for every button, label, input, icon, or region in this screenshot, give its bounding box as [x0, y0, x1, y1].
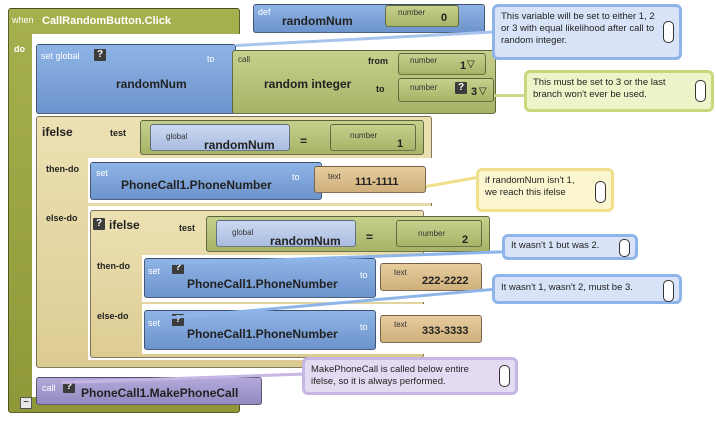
comment-connector-2 [494, 94, 528, 97]
number-value[interactable]: 1 [397, 138, 404, 150]
set-to-label-3: to [360, 322, 368, 332]
nested-global-var-block[interactable] [216, 220, 356, 247]
comment-text-3: if randomNum isn't 1, we reach this ifel… [485, 175, 575, 198]
comment-text-5: It wasn't 1, wasn't 2, must be 3. [501, 282, 633, 293]
from-number-block[interactable] [398, 53, 486, 75]
comment-text-1: This variable will be set to either 1, 2… [501, 11, 655, 46]
text-block[interactable] [314, 166, 426, 193]
text-label: text [328, 172, 341, 181]
text-block-3[interactable] [380, 315, 482, 343]
set-to-label: to [292, 172, 300, 182]
equals-operator[interactable]: = [300, 134, 308, 148]
comment-random-variable[interactable]: This variable will be set to either 1, 2… [492, 4, 682, 60]
comment-toggle-icon[interactable] [663, 21, 674, 43]
comment-reach-ifelse[interactable]: if randomNum isn't 1, we reach this ifel… [476, 168, 614, 212]
ifelse-else-label: else-do [46, 213, 78, 223]
text-value-2[interactable]: 222-2222 [422, 275, 469, 287]
text-label-3: text [394, 320, 407, 329]
random-to-label: to [376, 84, 385, 94]
make-call-label: call [42, 383, 56, 393]
text-label-2: text [394, 268, 407, 277]
make-call-name: PhoneCall1.MakePhoneCall [81, 386, 239, 400]
text-block-2[interactable] [380, 263, 482, 291]
set-global-to-label: to [207, 54, 215, 64]
nested-global-label: global [232, 228, 254, 237]
set-global-block[interactable] [36, 44, 236, 114]
set-to-label-2: to [360, 270, 368, 280]
event-name: CallRandomButton.Click [42, 15, 171, 27]
random-integer-name: random integer [264, 77, 352, 91]
make-call-help-icon[interactable]: ? [63, 381, 75, 393]
random-call-label: call [238, 55, 251, 64]
def-number-value[interactable]: 0 [441, 12, 448, 24]
nested-help-icon[interactable]: ? [93, 218, 105, 230]
def-label: def [258, 7, 271, 17]
help-icon[interactable]: ? [94, 49, 106, 61]
comment-toggle-icon[interactable] [695, 80, 706, 102]
comment-text-6: MakePhoneCall is called below entire ife… [311, 364, 469, 387]
comment-text-4: It wasn't 1 but was 2. [511, 240, 600, 251]
comment-text-2: This must be set to 3 or the last branch… [533, 77, 666, 100]
comment-toggle-icon[interactable] [595, 181, 606, 203]
set-target-3: PhoneCall1.PhoneNumber [187, 327, 338, 341]
comment-toggle-icon[interactable] [619, 239, 630, 257]
to-number-value[interactable]: 3 [471, 86, 478, 98]
set-label-3: set [148, 318, 161, 328]
nested-else-label: else-do [97, 311, 129, 321]
to-number-help-icon[interactable]: ? [455, 82, 467, 94]
do-label: do [14, 44, 25, 54]
to-number-block[interactable] [398, 78, 494, 102]
set-label-2: set [148, 266, 161, 276]
global-var-name[interactable]: randomNum [204, 138, 275, 152]
to-number-label: number [410, 83, 438, 92]
ifelse-test-label: test [110, 128, 127, 138]
ifelse-then-label: then-do [46, 164, 79, 174]
collapse-icon[interactable]: − [20, 397, 32, 409]
from-dropdown-icon[interactable]: ▽ [467, 59, 475, 70]
from-number-label: number [410, 56, 438, 65]
set-target-2: PhoneCall1.PhoneNumber [187, 277, 338, 291]
set-global-label: set global [41, 51, 80, 61]
set-global-var: randomNum [116, 77, 187, 91]
comment-must-be-three-else[interactable]: It wasn't 1, wasn't 2, must be 3. [492, 274, 682, 304]
text-value-3[interactable]: 333-3333 [422, 325, 469, 337]
nested-number-value[interactable]: 2 [462, 234, 469, 246]
ifelse-label: ifelse [42, 125, 73, 139]
from-number-value[interactable]: 1 [460, 60, 467, 72]
def-number-block[interactable] [385, 5, 459, 27]
nested-test-label: test [179, 223, 196, 233]
nested-number-label: number [418, 229, 446, 238]
nested-number-block[interactable] [396, 220, 482, 247]
def-variable-name[interactable]: randomNum [282, 14, 353, 28]
set-phone-number-block[interactable] [90, 162, 322, 200]
text-value[interactable]: 111-1111 [355, 176, 399, 188]
comment-toggle-icon[interactable] [499, 365, 510, 387]
when-label: when [12, 15, 34, 25]
comment-connector-3 [425, 175, 480, 188]
set-label: set [96, 168, 109, 178]
random-from-label: from [368, 56, 388, 66]
comment-toggle-icon[interactable] [663, 280, 674, 302]
global-var-block[interactable] [150, 124, 290, 151]
nested-ifelse-label: ifelse [109, 218, 140, 232]
to-dropdown-icon[interactable]: ▽ [479, 86, 487, 97]
global-label: global [166, 132, 188, 141]
number-label: number [350, 131, 378, 140]
comment-must-be-three[interactable]: This must be set to 3 or the last branch… [524, 70, 714, 112]
comment-was-two[interactable]: It wasn't 1 but was 2. [502, 234, 638, 260]
nested-then-label: then-do [97, 261, 130, 271]
set-target: PhoneCall1.PhoneNumber [121, 178, 272, 192]
set-help-icon-2[interactable]: ? [172, 262, 184, 274]
nested-equals-operator[interactable]: = [366, 230, 374, 244]
def-number-label: number [398, 8, 426, 17]
nested-global-var-name[interactable]: randomNum [270, 234, 341, 248]
number-block[interactable] [330, 124, 416, 151]
comment-make-phone-call[interactable]: MakePhoneCall is called below entire ife… [302, 357, 518, 395]
